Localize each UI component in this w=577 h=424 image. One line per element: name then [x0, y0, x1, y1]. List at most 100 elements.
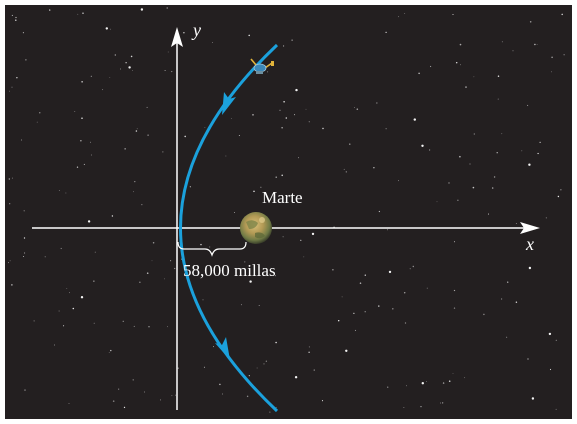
star [177, 367, 179, 369]
star [111, 215, 114, 217]
star [551, 56, 553, 59]
star [528, 266, 532, 270]
star [219, 383, 221, 386]
star [387, 229, 388, 231]
star [442, 402, 444, 404]
star [275, 341, 277, 344]
star [376, 102, 378, 104]
star [112, 400, 115, 402]
star [166, 7, 168, 9]
star [140, 8, 144, 11]
star [90, 75, 92, 77]
star [291, 39, 293, 41]
star [457, 199, 459, 201]
star [171, 395, 173, 397]
star [448, 380, 451, 383]
star [452, 373, 454, 375]
star [305, 108, 307, 110]
star [240, 304, 242, 306]
star [93, 322, 95, 324]
star [404, 322, 407, 324]
star [298, 157, 300, 159]
star [167, 326, 168, 328]
star [378, 210, 381, 213]
star [501, 41, 503, 43]
star [248, 34, 250, 37]
star [267, 71, 269, 73]
star [25, 59, 27, 61]
star [132, 70, 133, 71]
star [74, 111, 76, 112]
star [213, 346, 214, 348]
distance-label: 58,000 millas [183, 261, 276, 280]
star [545, 217, 547, 219]
star [341, 296, 343, 298]
star [409, 268, 411, 270]
star [555, 339, 557, 341]
star [60, 247, 62, 250]
star [11, 86, 13, 88]
star [420, 405, 422, 408]
star [146, 106, 148, 108]
star [356, 108, 359, 110]
star [521, 150, 523, 152]
star [412, 265, 415, 268]
star [252, 114, 254, 116]
star [24, 252, 26, 254]
star [283, 45, 285, 47]
star [133, 325, 135, 327]
star [385, 31, 387, 34]
star [183, 31, 185, 34]
x-axis-arrow-icon [520, 222, 540, 234]
star [497, 98, 499, 100]
star [536, 44, 538, 45]
x-axis-label: x [525, 234, 534, 254]
star [136, 128, 138, 130]
star [359, 282, 362, 284]
star [93, 280, 95, 282]
star [459, 43, 462, 46]
y-axis-label: y [191, 20, 201, 40]
star [279, 109, 281, 111]
star [413, 118, 416, 121]
star [15, 19, 17, 21]
star [281, 127, 283, 129]
star [81, 117, 83, 120]
star [265, 360, 267, 362]
star [294, 114, 296, 116]
star [94, 251, 96, 253]
star [465, 86, 467, 88]
star [460, 64, 461, 66]
star [114, 54, 116, 56]
star [436, 201, 438, 203]
star [53, 344, 56, 346]
star [174, 267, 176, 270]
star [221, 393, 224, 395]
star [134, 180, 136, 183]
star [527, 358, 529, 360]
star [22, 32, 24, 34]
star [539, 141, 541, 143]
star [549, 368, 552, 371]
star [23, 256, 25, 257]
star [459, 155, 461, 158]
star [426, 287, 428, 289]
star [33, 320, 35, 322]
star [531, 397, 535, 400]
star [23, 210, 25, 212]
star [7, 262, 10, 264]
star [497, 75, 500, 77]
star [256, 367, 258, 369]
y-axis-arrow-icon [171, 27, 183, 47]
star [68, 403, 70, 404]
star [406, 385, 407, 387]
star [537, 152, 539, 155]
star [429, 149, 431, 151]
star [139, 281, 141, 283]
star [260, 186, 262, 188]
star [39, 112, 41, 114]
star [349, 143, 351, 145]
star [233, 212, 235, 213]
star [421, 144, 424, 147]
star [440, 402, 441, 404]
